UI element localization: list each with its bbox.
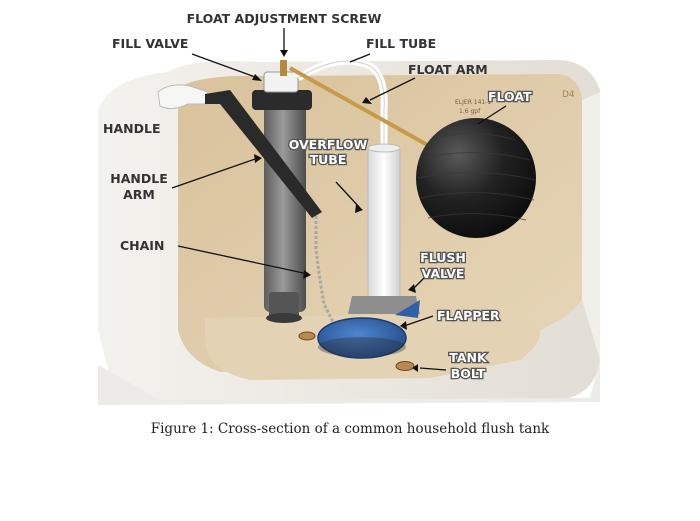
chain-shape	[314, 216, 338, 329]
label-float: FLOAT	[488, 89, 532, 104]
label-flapper: FLAPPER	[437, 308, 500, 323]
label-flush-valve-line2: VALVE	[422, 266, 465, 281]
fill-valve-base	[269, 292, 299, 320]
label-overflow-tube-line1: OVERFLOW	[289, 137, 368, 152]
leader-float-arm	[369, 77, 416, 101]
fill-valve-cap	[252, 90, 312, 110]
arrow-head	[252, 74, 262, 81]
leader-fill-valve	[191, 53, 259, 79]
fill-tube-edge	[297, 60, 385, 150]
tank-base	[98, 360, 600, 405]
float-arm-shape	[289, 66, 441, 154]
leader-chain	[177, 245, 309, 275]
label-float-adjustment-screw: FLOAT ADJUSTMENT SCREW	[187, 11, 382, 26]
flapper-hinge	[395, 300, 420, 318]
leader-flapper	[403, 315, 434, 327]
arrow-head	[362, 97, 372, 104]
arrow-head	[408, 284, 416, 293]
fill-valve-foot	[266, 313, 302, 323]
label-handle-arm-line2: ARM	[123, 187, 155, 202]
label-fill-valve: FILL VALVE	[112, 36, 188, 51]
arrow-head	[400, 321, 407, 330]
flapper-shadow	[318, 337, 406, 357]
wall-marking: D4	[562, 90, 575, 100]
leader-overflow-tube	[335, 181, 361, 209]
leader-fill-tube	[349, 53, 371, 63]
overflow-tube-top	[367, 143, 401, 153]
label-tank-bolt-line1: TANK	[449, 350, 488, 365]
leader-handle-arm	[171, 157, 259, 189]
arrow-head	[254, 154, 262, 163]
flush-valve-shape	[348, 296, 420, 314]
label-fill-tube: FILL TUBE	[366, 36, 436, 51]
arrow-head	[280, 50, 288, 57]
overflow-tube-shape	[367, 147, 401, 299]
tank-right-wall	[582, 92, 600, 360]
label-overflow-tube-line2: TUBE	[310, 152, 347, 167]
arrow-head	[412, 364, 418, 372]
figure-caption: Figure 1: Cross-section of a common hous…	[150, 421, 550, 437]
leader-tank-bolt	[419, 367, 447, 371]
flapper-shape	[317, 317, 407, 359]
tank-bolt-right	[395, 361, 415, 371]
handle-arm-shape	[205, 90, 322, 218]
leader-float	[477, 105, 507, 125]
label-flush-valve-line1: FLUSH	[420, 250, 466, 265]
wall-marking: 1.6 gpf	[459, 108, 481, 115]
label-tank-bolt-line2: BOLT	[451, 366, 486, 381]
wall-marking: ELJER 141-1	[455, 99, 491, 106]
label-handle: HANDLE	[103, 121, 160, 136]
arrow-head	[355, 204, 363, 213]
label-handle-arm-line1: HANDLE	[110, 171, 167, 186]
label-chain: CHAIN	[120, 238, 164, 253]
label-float-arm: FLOAT ARM	[408, 62, 488, 77]
arrow-head	[303, 270, 311, 279]
float-adjustment-screw-shape	[280, 60, 287, 76]
float-ridges	[417, 133, 537, 221]
float-ball	[416, 118, 536, 238]
fill-valve-body	[264, 104, 306, 312]
tank-bolt-left	[298, 331, 316, 341]
